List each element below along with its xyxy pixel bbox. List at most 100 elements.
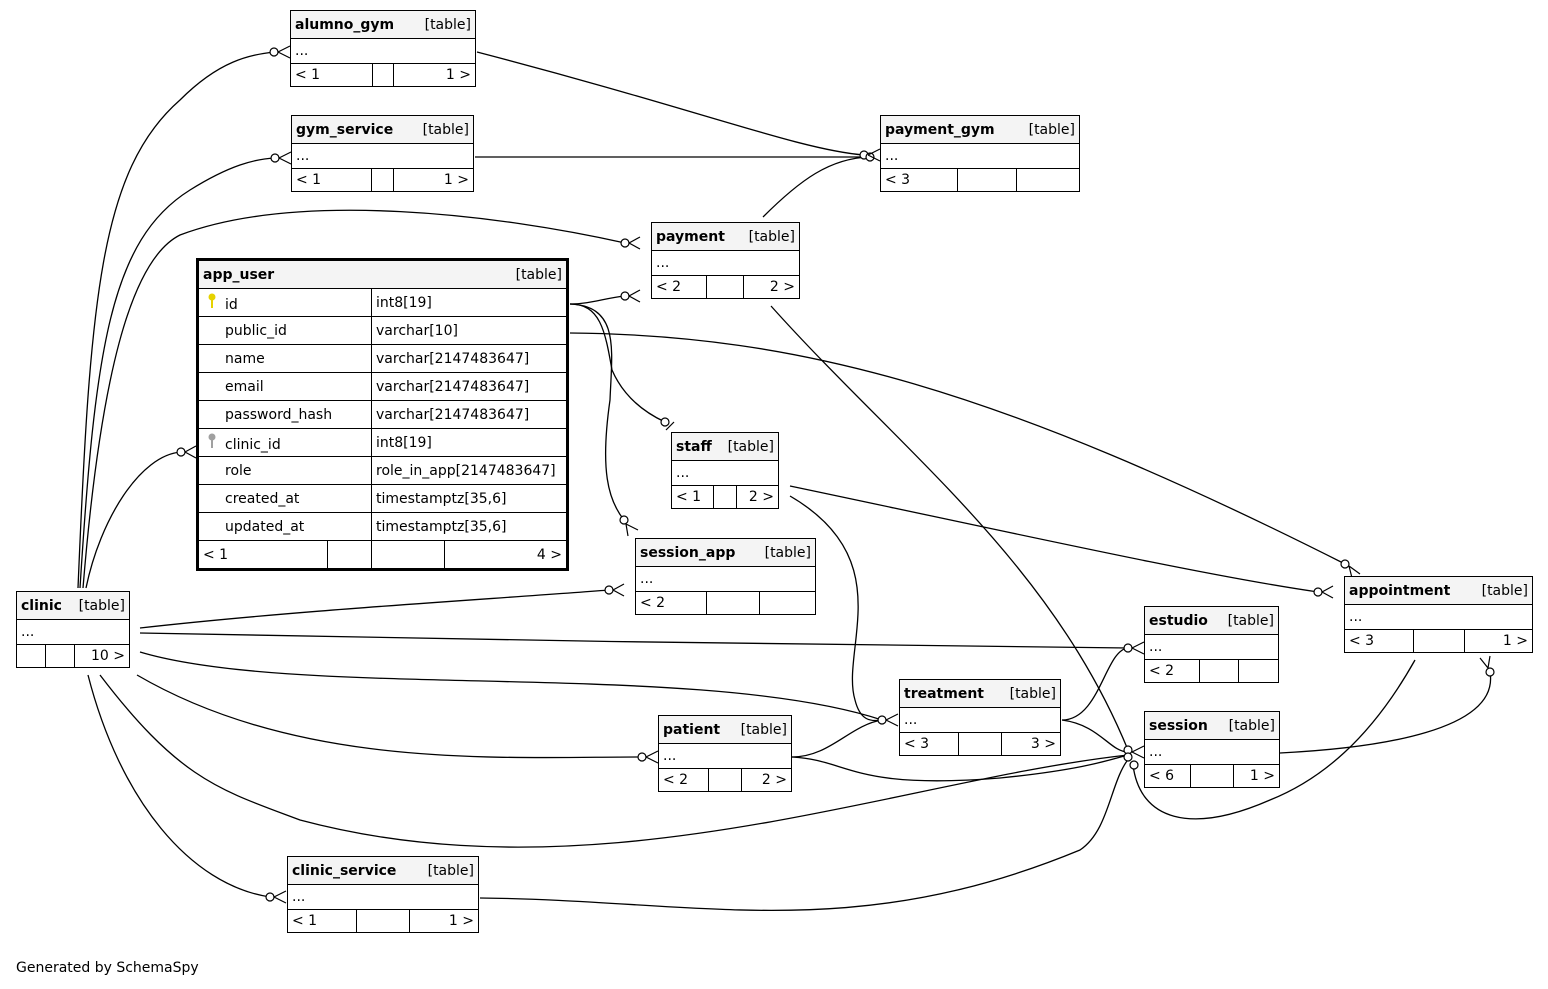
footer-spacer — [957, 168, 1017, 192]
columns-collapsed[interactable]: ... — [671, 460, 779, 486]
relation-clinic-session — [99, 674, 1129, 848]
crowfoot-marker — [278, 151, 292, 165]
children-link[interactable]: 3 > — [1001, 732, 1061, 756]
table-type: [table] — [764, 544, 811, 561]
table-name: patient — [663, 721, 721, 738]
children-link[interactable] — [759, 591, 816, 615]
children-link[interactable]: 2 > — [736, 485, 779, 509]
table-app_user[interactable]: app_user[table] id int8[19] public_id va… — [196, 258, 569, 571]
columns-collapsed[interactable]: ... — [1144, 634, 1279, 660]
parents-link[interactable]: < 1 — [290, 168, 373, 192]
parents-link[interactable]: < 2 — [635, 591, 707, 615]
zero-marker — [1129, 760, 1139, 770]
table-name: treatment — [904, 685, 984, 702]
parents-link-label[interactable]: < 1 — [199, 541, 328, 568]
table-type: [table] — [740, 721, 787, 738]
footer-spacer — [45, 644, 75, 668]
children-link[interactable]: 1 > — [1464, 629, 1533, 653]
column-row[interactable]: email varchar[2147483647] — [197, 372, 568, 401]
columns-collapsed[interactable]: ... — [651, 250, 800, 276]
children-link[interactable] — [1238, 659, 1279, 683]
column-row[interactable]: name varchar[2147483647] — [197, 344, 568, 373]
table-estudio[interactable]: estudio[table] ... < 2 — [1144, 606, 1279, 683]
column-name: role — [225, 462, 252, 479]
parents-link[interactable]: < 6 — [1144, 764, 1191, 788]
columns-collapsed[interactable]: ... — [635, 566, 816, 592]
children-link[interactable]: 1 > — [1233, 764, 1280, 788]
parents-link[interactable]: < 2 — [650, 275, 708, 299]
column-row[interactable]: created_at timestamptz[35,6] — [197, 484, 568, 513]
column-row[interactable]: role role_in_app[2147483647] — [197, 456, 568, 485]
column-name: id — [225, 296, 238, 313]
children-link[interactable] — [1016, 168, 1080, 192]
columns-collapsed[interactable]: ... — [1144, 739, 1280, 765]
column-row[interactable]: password_hash varchar[2147483647] — [197, 400, 568, 429]
table-name: payment_gym — [885, 121, 995, 138]
columns-collapsed[interactable]: ... — [287, 884, 479, 910]
column-type: varchar[2147483647] — [371, 344, 568, 373]
parents-link[interactable]: < 1 — [287, 909, 357, 933]
zero-marker — [877, 715, 887, 725]
relation-alumno_gym-payment_gym — [476, 51, 865, 156]
footer-spacer — [1190, 764, 1234, 788]
footer-spacer — [356, 909, 410, 933]
zero-marker — [1123, 752, 1133, 762]
footer-spacer — [1199, 659, 1239, 683]
column-type: int8[19] — [371, 428, 568, 457]
parents-link[interactable]: < 2 — [1144, 659, 1200, 683]
parents-link[interactable] — [16, 644, 46, 668]
table-clinic[interactable]: clinic[table] ... 10 > — [16, 591, 130, 668]
children-link[interactable]: 10 > — [74, 644, 130, 668]
columns-collapsed[interactable]: ... — [291, 143, 474, 169]
table-name: payment — [656, 228, 725, 245]
table-patient[interactable]: patient [table] ... < 2 2 > — [658, 715, 793, 792]
column-row[interactable]: clinic_id int8[19] — [197, 428, 568, 457]
relation-app_user-session_app — [569, 303, 625, 521]
table-payment_gym[interactable]: payment_gym[table] ... < 3 — [880, 115, 1080, 192]
column-row[interactable]: public_id varchar[10] — [197, 316, 568, 345]
zero-marker — [1313, 587, 1323, 597]
columns-collapsed[interactable]: ... — [880, 143, 1080, 169]
table-type: [table] — [1481, 582, 1528, 599]
crowfoot-marker — [277, 45, 291, 59]
parents-link[interactable]: < 1 — [290, 63, 373, 87]
parents-link[interactable]: < 2 — [658, 768, 709, 792]
footer-spacer — [706, 591, 760, 615]
parents-link[interactable]: < 1 — [671, 485, 714, 509]
children-link[interactable]: 1 > — [392, 168, 475, 192]
columns-collapsed[interactable]: ... — [658, 743, 792, 769]
column-name: password_hash — [225, 406, 333, 423]
columns-collapsed[interactable]: ... — [16, 619, 130, 645]
children-link[interactable]: 1 > — [409, 909, 479, 933]
children-link[interactable]: 2 > — [740, 768, 793, 792]
crowfoot-marker — [184, 445, 197, 459]
parents-link[interactable]: < 3 — [899, 732, 959, 756]
zero-marker — [619, 515, 629, 525]
column-row[interactable]: updated_at timestamptz[35,6] — [197, 512, 568, 541]
relation-patient-session — [791, 754, 1129, 782]
column-name: created_at — [225, 490, 300, 507]
parents-link[interactable]: < 3 — [880, 168, 958, 192]
column-row[interactable]: id int8[19] — [197, 288, 568, 317]
columns-collapsed[interactable]: ... — [899, 707, 1061, 733]
table-type: [table] — [1228, 717, 1275, 734]
parents-link[interactable]: < 3 — [1344, 629, 1414, 653]
children-link[interactable]: 1 > — [393, 63, 476, 87]
table-session_app[interactable]: session_app[table] ... < 2 — [635, 538, 816, 615]
column-name: public_id — [225, 322, 287, 339]
columns-collapsed[interactable]: ... — [1344, 604, 1533, 630]
parents-link[interactable]: < 1 — [197, 540, 372, 570]
children-link[interactable]: 4 > — [536, 546, 562, 563]
children-link[interactable]: 2 > — [743, 275, 800, 299]
table-type: [table] — [727, 438, 774, 455]
columns-collapsed[interactable]: ... — [290, 38, 476, 64]
